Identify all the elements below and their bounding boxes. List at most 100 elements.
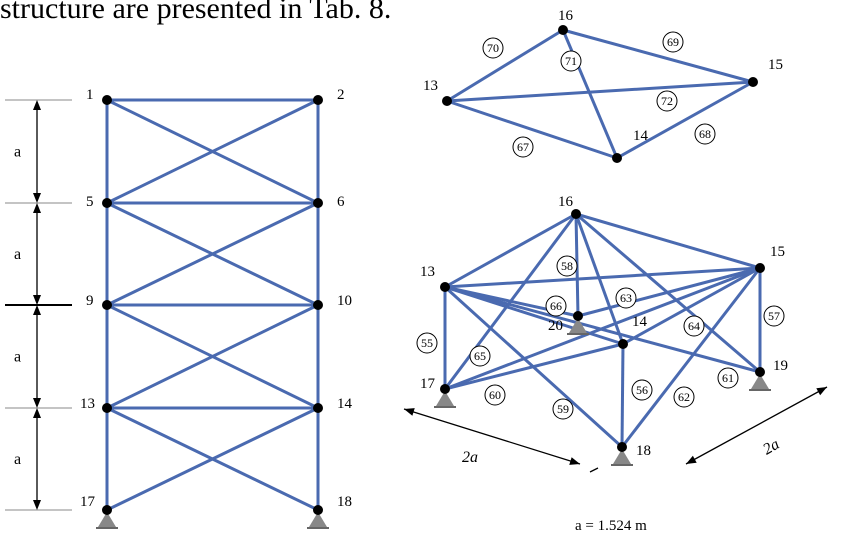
pin-support-icon [613, 449, 631, 464]
truss-node [748, 77, 758, 87]
node-label: 13 [420, 264, 435, 280]
element-label-circle [656, 90, 678, 112]
element-label: 66 [545, 295, 567, 317]
node-label: 9 [86, 293, 94, 309]
element-label-circle [512, 136, 534, 158]
node-label: 20 [548, 318, 563, 334]
truss-node [102, 95, 112, 105]
element-label-circle [763, 305, 785, 327]
element-label: 72 [656, 90, 678, 112]
tower-member [106, 406, 319, 512]
element-label-text: 72 [661, 94, 673, 108]
element-label: 59 [552, 398, 574, 420]
module-member [444, 342, 624, 391]
element-label-text: 56 [636, 383, 648, 397]
element-label: 65 [469, 345, 491, 367]
arrowhead [33, 193, 41, 203]
length-note: a = 1.524 m [575, 518, 647, 534]
top-view-member [562, 28, 754, 84]
element-label-text: 65 [474, 349, 486, 363]
node-label: 1 [86, 87, 94, 103]
module-member [444, 266, 761, 289]
truss-node [558, 25, 568, 35]
element-label-circle [484, 384, 506, 406]
element-label-circle [416, 332, 438, 354]
arrowhead [33, 500, 41, 510]
dimension-label: a [14, 349, 21, 366]
element-label-circle [717, 367, 739, 389]
truss-node [313, 505, 323, 515]
element-label: 55 [416, 332, 438, 354]
node-label: 2 [337, 87, 345, 103]
truss-node [313, 300, 323, 310]
arrowhead [569, 457, 580, 465]
node-label: 10 [337, 293, 352, 309]
element-label: 58 [556, 255, 578, 277]
arrowhead [33, 295, 41, 305]
dimension-label: a [14, 246, 21, 263]
module-member [575, 212, 761, 270]
element-label: 60 [484, 384, 506, 406]
element-label-circle [556, 255, 578, 277]
tower-member [106, 98, 319, 205]
pin-support-icon [309, 512, 327, 527]
element-label-circle [469, 345, 491, 367]
element-label-text: 63 [620, 291, 632, 305]
span-label: 2a [462, 449, 478, 466]
element-label: 63 [615, 287, 637, 309]
truss-members [105, 28, 762, 512]
truss-node [755, 263, 765, 273]
element-label-text: 59 [557, 402, 569, 416]
truss-node [102, 198, 112, 208]
node-label: 6 [337, 194, 345, 210]
truss-node [313, 95, 323, 105]
module-member [444, 266, 761, 391]
truss-node [442, 96, 452, 106]
node-label: 13 [423, 78, 438, 94]
element-label-text: 57 [768, 309, 780, 323]
node-label: 16 [558, 8, 574, 24]
element-label-text: 69 [667, 35, 679, 49]
element-label-text: 66 [550, 299, 562, 313]
top-view-member [446, 28, 564, 103]
truss-nodes [102, 25, 765, 515]
element-label-circle [673, 386, 695, 408]
node-label: 15 [768, 57, 783, 73]
truss-node [313, 198, 323, 208]
module-member [620, 267, 762, 448]
truss-node [573, 311, 583, 321]
truss-node [440, 384, 450, 394]
element-label-text: 55 [421, 336, 433, 350]
element-label-circle [482, 37, 504, 59]
arrowhead [686, 455, 697, 464]
element-label-circle [694, 123, 716, 145]
node-label: 18 [636, 443, 651, 459]
node-label: 17 [420, 376, 436, 392]
arrowhead [33, 203, 41, 213]
tower-member [106, 303, 319, 410]
dimension-label: a [14, 144, 21, 161]
element-label: 71 [560, 50, 582, 72]
element-label-circle [615, 287, 637, 309]
module-member [444, 212, 577, 289]
truss-node [618, 339, 628, 349]
top-view-member [446, 99, 618, 160]
truss-node [571, 209, 581, 219]
element-label-circle [683, 315, 705, 337]
node-label: 14 [632, 314, 648, 330]
extension-line [589, 467, 599, 473]
node-label: 16 [558, 194, 574, 210]
truss-node [102, 505, 112, 515]
module-member [443, 213, 578, 390]
arrowhead [33, 100, 41, 110]
span-dimension-front [403, 408, 581, 465]
truss-node [612, 153, 622, 163]
element-label-circle [662, 31, 684, 53]
supports [96, 318, 771, 529]
element-label-circle [631, 379, 653, 401]
element-label-text: 62 [678, 390, 690, 404]
top-view-member [446, 80, 754, 103]
arrowhead [33, 398, 41, 408]
element-label-circle [552, 398, 574, 420]
